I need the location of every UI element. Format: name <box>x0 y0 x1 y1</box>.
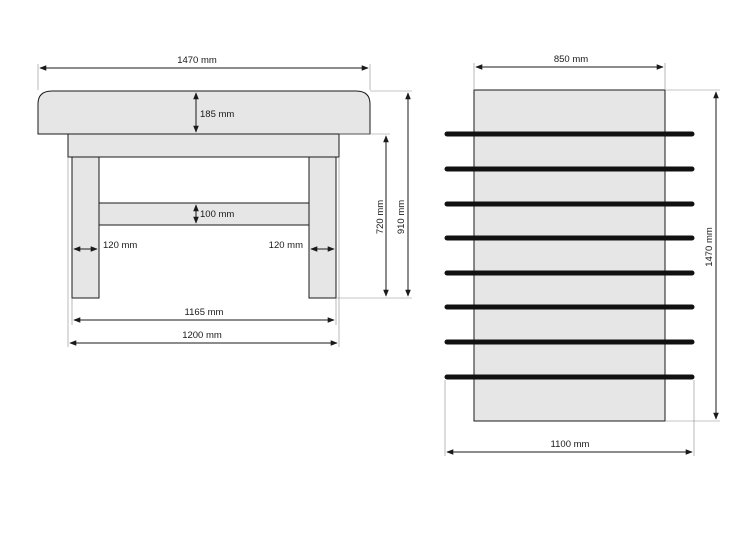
label-top-height: 185 mm <box>200 109 234 120</box>
label-top-length: 1470 mm <box>704 227 715 267</box>
label-leg-height: 720 mm <box>375 200 386 234</box>
right-leg <box>308 156 337 299</box>
label-left-leg-width: 120 mm <box>103 240 137 251</box>
side-view: 1470 mm 185 mm 100 mm 120 mm 120 mm 1165… <box>37 55 412 347</box>
frame-apron <box>67 133 340 158</box>
label-overall-length: 1470 mm <box>177 55 217 66</box>
top-surface <box>473 89 666 422</box>
label-frame-length: 1200 mm <box>182 330 222 341</box>
label-bar-span: 1100 mm <box>551 439 590 450</box>
label-top-width: 850 mm <box>554 54 588 65</box>
support-bars <box>444 131 695 380</box>
top-view: 850 mm 1470 mm 1100 mm <box>444 54 720 456</box>
crossbar <box>98 202 310 226</box>
label-right-leg-width: 120 mm <box>269 240 303 251</box>
table-top <box>37 90 371 135</box>
label-total-height: 910 mm <box>396 200 407 234</box>
left-leg <box>71 156 100 299</box>
label-crossbar-height: 100 mm <box>200 209 234 220</box>
label-inner-leg-span: 1165 mm <box>185 307 224 318</box>
